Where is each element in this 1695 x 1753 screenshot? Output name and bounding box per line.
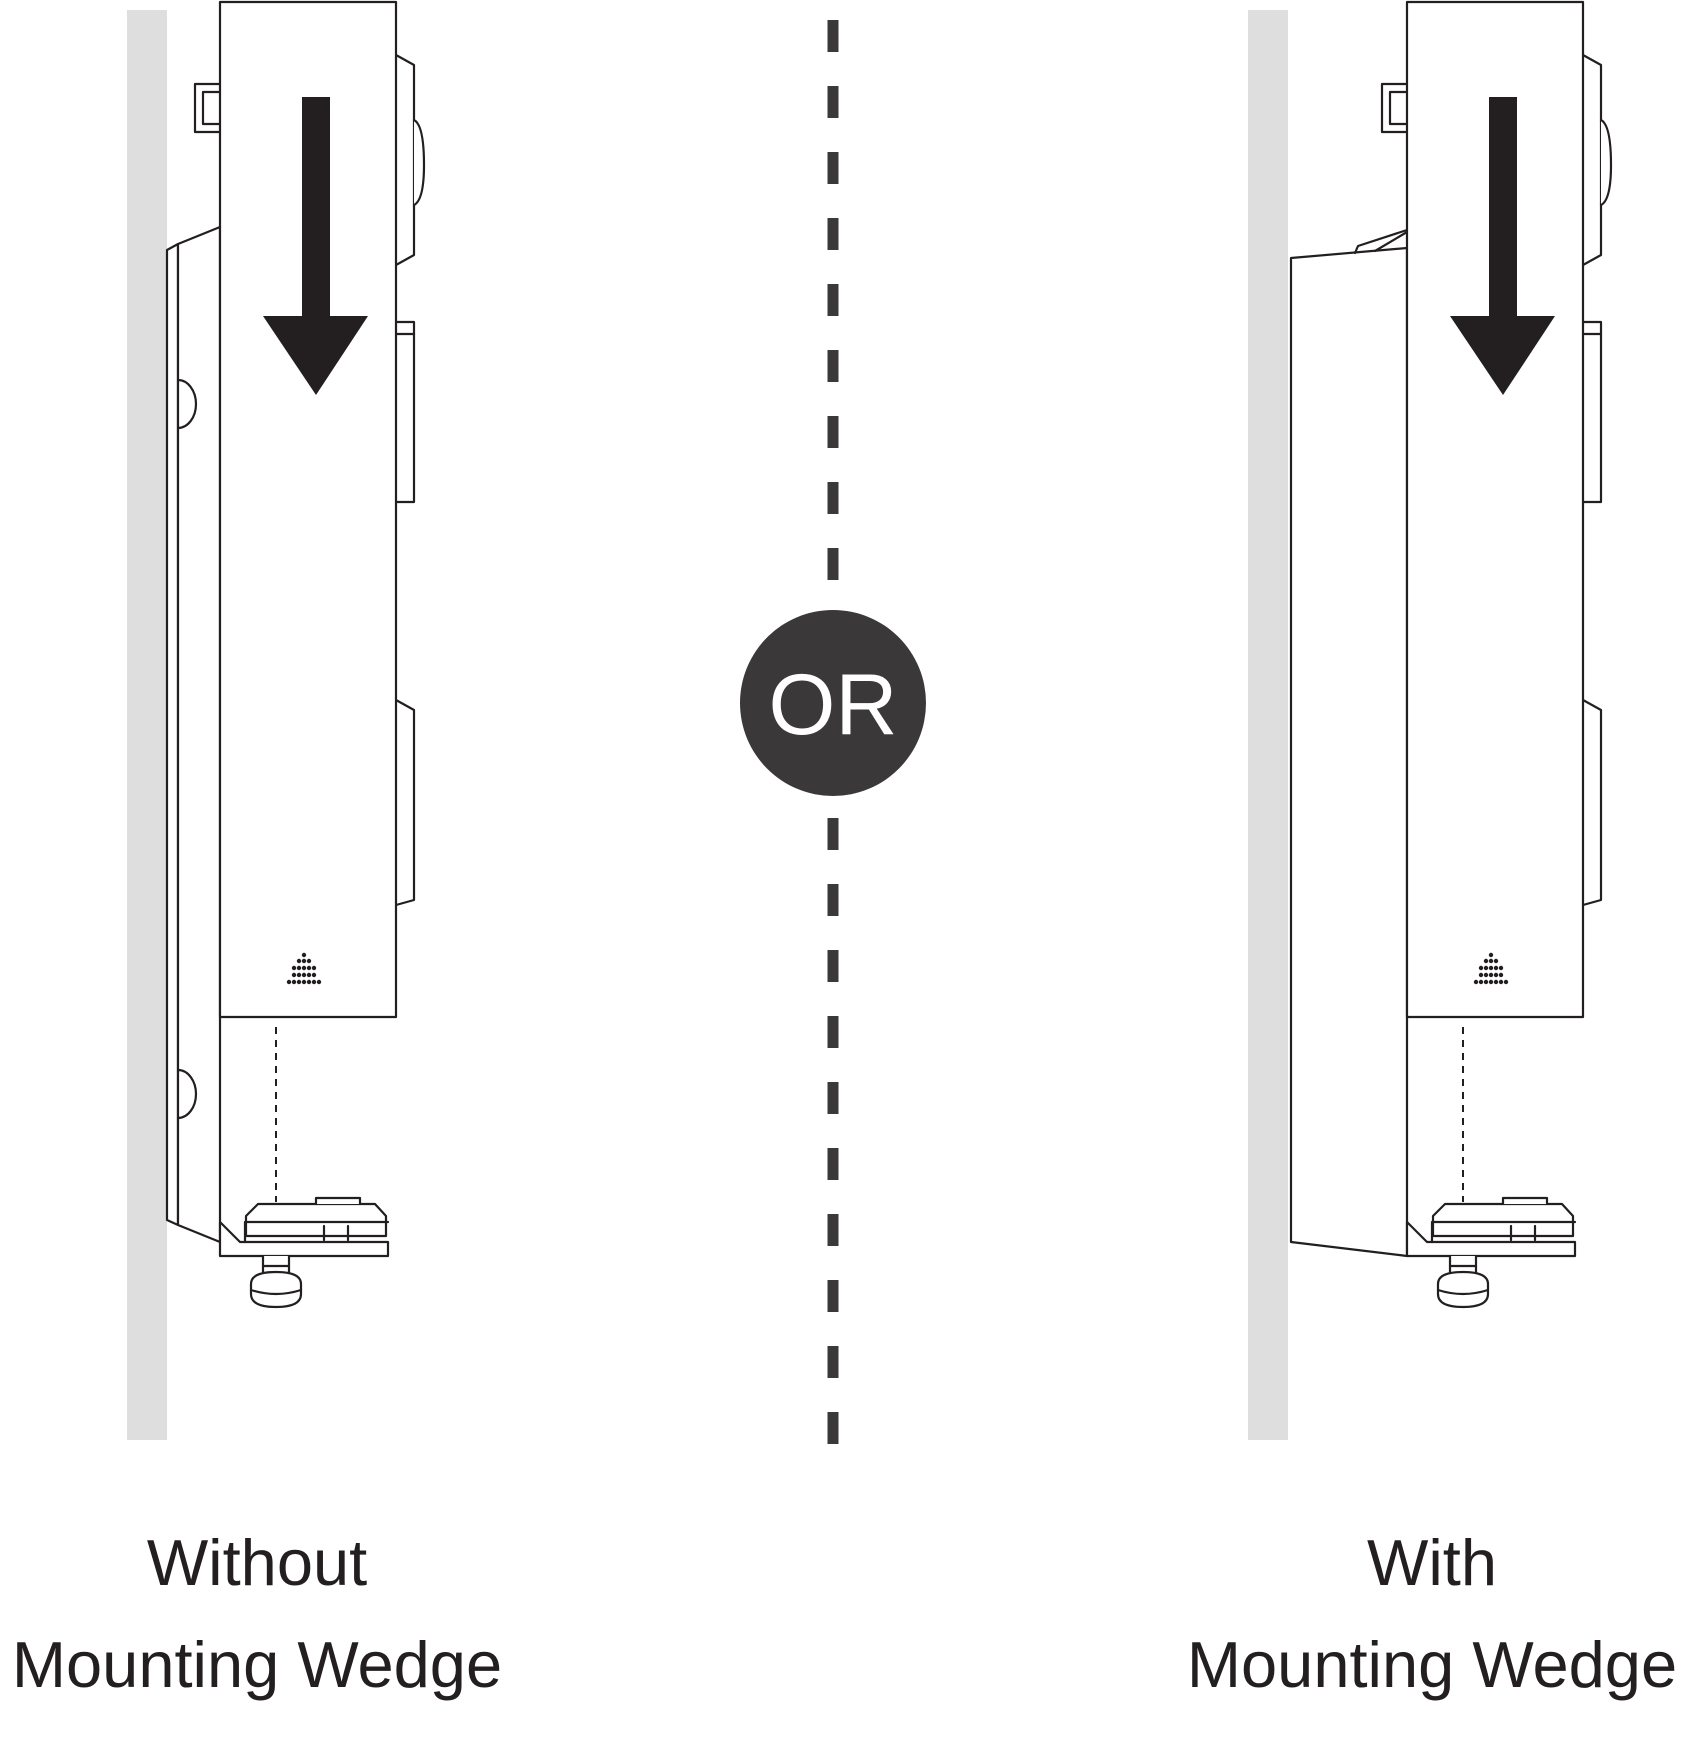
top-clip-left [193, 82, 222, 134]
bottom-bracket-right [1405, 1220, 1577, 1258]
caption-without-wedge: Without Mounting Wedge [0, 1512, 537, 1716]
or-label: OR [769, 657, 898, 753]
right-illustration [1248, 0, 1613, 1440]
caption-without-line1: Without [146, 1526, 368, 1599]
speaker-grille-icon [1473, 952, 1509, 985]
backplate-left [176, 225, 222, 1244]
caption-with-line2: Mounting Wedge [1186, 1628, 1678, 1701]
mounting-screw-icon [1436, 1254, 1490, 1309]
caption-with-line1: With [1367, 1526, 1497, 1599]
left-illustration [127, 0, 426, 1440]
divider: OR [740, 20, 926, 1445]
or-badge [740, 610, 926, 796]
speaker-grille-icon [286, 952, 322, 985]
top-clip-right [1380, 82, 1409, 134]
caption-without-line2: Mounting Wedge [11, 1628, 503, 1701]
down-arrow-icon [1450, 97, 1555, 395]
bottom-bracket-left [218, 1220, 390, 1258]
wall-left [127, 10, 167, 1440]
mounting-plate-left [165, 242, 180, 1227]
mounting-wedge [1289, 246, 1409, 1258]
mounting-screw-icon [249, 1254, 303, 1309]
caption-with-wedge: With Mounting Wedge [1152, 1512, 1695, 1716]
wall-right [1248, 10, 1288, 1440]
down-arrow-icon [263, 97, 368, 395]
